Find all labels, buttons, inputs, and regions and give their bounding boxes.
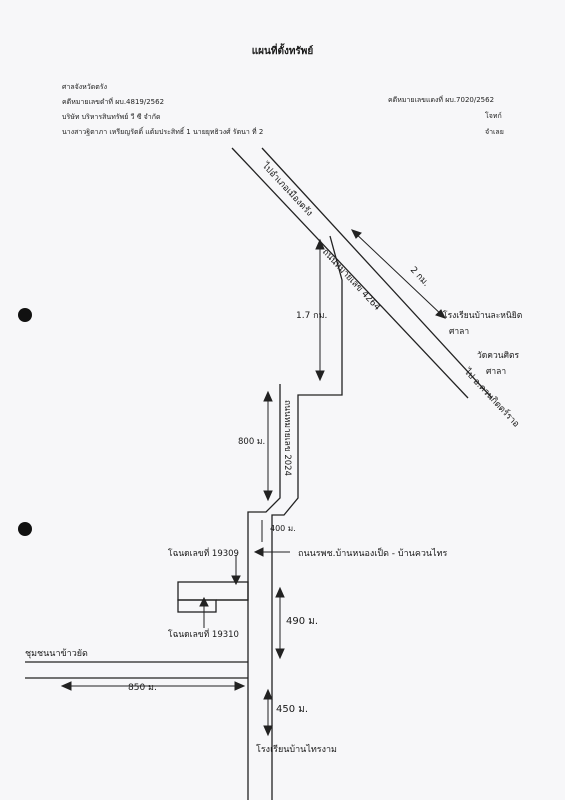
defendants: นางสาวฐิตาภา เหรียญรัตติ์ แต้มประสิทธิ์ … xyxy=(62,128,264,136)
label-wat-kuan: วัดควนศิตร xyxy=(477,351,519,361)
label-road-2024: ถนนหมายเลข 2024 xyxy=(282,400,292,476)
arrowhead xyxy=(199,596,209,607)
highway-4264-edge-b xyxy=(261,147,493,399)
label-sala-1: ศาลา xyxy=(449,327,469,337)
label-dist-400m: 400 ม. xyxy=(270,524,296,533)
dist-2km-arrow xyxy=(351,229,446,319)
document-title: แผนที่ตั้งทรัพย์ xyxy=(251,46,314,57)
label-dist-800m: 800 ม. xyxy=(238,437,265,447)
arrowhead xyxy=(315,238,325,250)
label-school-ban-lanoi: โรงเรียนบ้านละหนิยิต xyxy=(443,310,522,321)
binder-hole-top xyxy=(18,308,32,322)
arrowhead xyxy=(253,547,264,557)
arrowhead xyxy=(263,688,273,700)
plaintiff-label: โจทก์ xyxy=(485,112,502,120)
parcel-19310 xyxy=(177,599,217,613)
arrowhead xyxy=(263,490,273,502)
label-dist-1-7km: 1.7 กม. xyxy=(296,311,327,321)
plaintiff-company: บริษัท บริหารสินทรัพย์ วี ซี จำกัด xyxy=(62,113,161,121)
label-dist-2km: 2 กม. xyxy=(408,265,431,289)
label-highway-4264: ถนนหมายเลข 4264 xyxy=(320,247,382,313)
label-title-deed-19310: โฉนดเลขที่ 19310 xyxy=(168,628,239,640)
arrowhead xyxy=(60,681,72,691)
label-dist-850m: 850 ม. xyxy=(128,683,157,693)
defendant-label: จำเลย xyxy=(485,128,504,136)
arrowhead xyxy=(351,229,362,239)
label-dist-450m: 450 ม. xyxy=(276,704,308,715)
arrowhead xyxy=(263,725,273,737)
binder-hole-bottom xyxy=(18,522,32,536)
highway-4264-edge-a xyxy=(231,147,469,399)
arrowhead xyxy=(315,370,325,382)
arrowhead xyxy=(263,390,273,402)
case-number-left: คดีหมายเลขดำที่ ผบ.4819/2562 xyxy=(62,98,165,106)
arrowhead xyxy=(234,681,246,691)
label-sala-2: ศาลา xyxy=(486,367,506,377)
arrowhead xyxy=(275,648,285,660)
road-2024-edge-left xyxy=(247,384,281,800)
road-2024-edge-right xyxy=(271,235,343,800)
label-to-village: ชุมชนนาข้าวยัด xyxy=(25,648,88,659)
arrowhead xyxy=(231,575,241,586)
label-to-trang: ไปอำเภอเมืองตรัง xyxy=(259,160,315,219)
label-local-road: ถนนรพช.บ้านหนองเป็ด - บ้านควนไทร xyxy=(298,546,448,559)
label-title-deed-19309: โฉนดเลขที่ 19309 xyxy=(168,547,239,559)
parcel-19309 xyxy=(177,581,249,601)
arrowhead xyxy=(275,586,285,598)
label-school-sai-ngam: โรงเรียนบ้านไทรงาม xyxy=(256,744,337,755)
court-name: ศาลจังหวัดตรัง xyxy=(62,83,107,91)
label-dist-490m: 490 ม. xyxy=(286,616,318,627)
arrowhead xyxy=(435,309,446,319)
case-number-right: คดีหมายเลขแดงที่ ผบ.7020/2562 xyxy=(388,96,495,104)
